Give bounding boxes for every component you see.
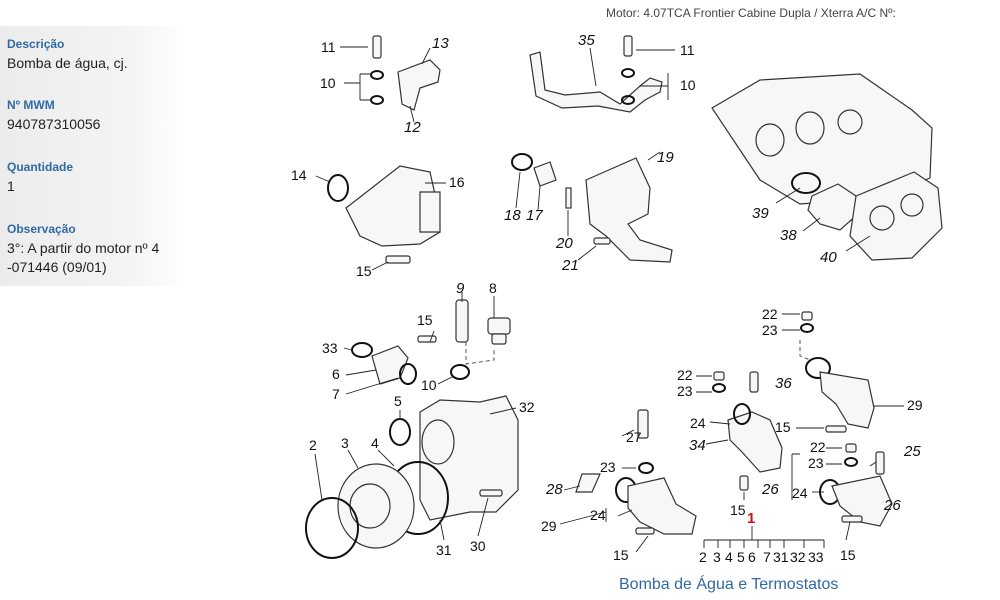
index-33: 33	[808, 549, 824, 565]
callout-24c: 24	[590, 507, 606, 523]
callout-28: 28	[545, 481, 563, 498]
callout-10a: 10	[320, 75, 336, 91]
callout-10c: 10	[421, 377, 437, 393]
mwm-number-field: Nº MWM 940787310056	[7, 98, 100, 134]
callout-39: 39	[752, 205, 769, 222]
highlighted-part-number[interactable]: 1	[747, 510, 755, 527]
callout-31: 31	[436, 542, 452, 558]
callout-35: 35	[578, 32, 595, 49]
observation-field: Observação 3°: A partir do motor nº 4 -0…	[7, 222, 159, 277]
motor-info: Motor: 4.07TCA Frontier Cabine Dupla / X…	[606, 6, 896, 20]
index-3: 3	[713, 549, 721, 565]
callout-11a: 11	[321, 39, 336, 55]
index-32: 32	[790, 549, 806, 565]
callout-10b: 10	[680, 77, 696, 93]
callout-21: 21	[561, 257, 579, 274]
index-31: 31	[773, 549, 789, 565]
part-details-panel: Descrição Bomba de água, cj. Nº MWM 9407…	[0, 26, 185, 286]
diagram-caption: Bomba de Água e Termostatos	[619, 576, 839, 593]
index-2: 2	[699, 549, 707, 565]
callout-11b: 11	[680, 42, 695, 58]
callout-40: 40	[820, 249, 837, 266]
callout-13: 13	[432, 35, 449, 52]
callout-15a: 15	[356, 263, 372, 279]
callout-15e: 15	[730, 502, 746, 518]
index-7: 7	[763, 549, 771, 565]
callout-22c: 22	[810, 439, 826, 455]
callout-36: 36	[775, 375, 792, 392]
observation-line-1: 3°: A partir do motor nº 4	[7, 240, 160, 256]
top-left-pipe-group	[340, 35, 441, 123]
callout-7: 7	[332, 386, 340, 402]
callout-23b: 23	[677, 383, 693, 399]
callout-5: 5	[394, 393, 402, 409]
mwm-number-value: 940787310056	[7, 116, 101, 132]
callout-12: 12	[404, 119, 421, 136]
callout-27: 27	[626, 429, 642, 445]
callout-24b: 24	[792, 485, 808, 501]
reference-index-bracket	[703, 526, 825, 548]
callout-33: 33	[322, 340, 338, 356]
quantity-label: Quantidade	[7, 160, 74, 174]
observation-label: Observação	[7, 222, 76, 236]
description-value: Bomba de água, cj.	[7, 55, 128, 71]
observation-value: 3°: A partir do motor nº 4 -071446 (09/0…	[7, 239, 159, 277]
callout-30: 30	[470, 538, 486, 554]
callout-15f: 15	[840, 547, 856, 563]
callout-15d: 15	[613, 547, 629, 563]
water-pump-exploded-diagram: 11 10 13 12 35 11 10 39 38 40	[291, 32, 943, 565]
callout-9: 9	[456, 280, 465, 297]
callout-29b: 29	[541, 518, 557, 534]
quantity-field: Quantidade 1	[7, 160, 73, 196]
callout-22b: 22	[677, 367, 693, 383]
observation-line-2: -071446 (09/01)	[7, 259, 107, 275]
mwm-number-label: Nº MWM	[7, 98, 55, 112]
callout-2: 2	[309, 437, 317, 453]
callout-26b: 26	[883, 497, 901, 514]
bottom-right-thermostat-group	[559, 311, 904, 553]
callout-6: 6	[332, 366, 340, 382]
callout-15b: 15	[417, 312, 433, 328]
callout-25: 25	[903, 443, 921, 460]
callout-24a: 24	[690, 415, 706, 431]
callout-18: 18	[504, 207, 521, 224]
callout-20: 20	[555, 235, 573, 252]
thermostat-housing-group	[711, 73, 943, 261]
callout-17: 17	[526, 207, 543, 224]
callout-34: 34	[689, 437, 706, 454]
pipe-bracket-group	[511, 151, 673, 263]
index-5: 5	[737, 549, 745, 565]
index-4: 4	[725, 549, 733, 565]
callout-26a: 26	[761, 481, 779, 498]
callout-16: 16	[449, 174, 465, 190]
description-field: Descrição Bomba de água, cj.	[7, 37, 128, 73]
callout-4: 4	[371, 435, 379, 451]
water-pump-group	[305, 292, 519, 559]
callout-8: 8	[489, 280, 497, 296]
quantity-value: 1	[7, 178, 15, 194]
description-label: Descrição	[7, 37, 65, 51]
callout-38: 38	[780, 227, 797, 244]
callout-23a: 23	[762, 322, 778, 338]
index-6: 6	[748, 549, 756, 565]
callout-19: 19	[657, 149, 674, 166]
callout-3: 3	[341, 435, 349, 451]
callout-23c: 23	[600, 459, 616, 475]
callout-15c: 15	[775, 419, 791, 435]
callout-32: 32	[519, 399, 535, 415]
top-middle-pipe-group	[529, 35, 675, 113]
callout-22a: 22	[762, 306, 778, 322]
callout-14: 14	[291, 167, 307, 183]
outlet-flange-group	[315, 165, 446, 271]
callout-29a: 29	[907, 397, 923, 413]
callout-23d: 23	[808, 455, 824, 471]
